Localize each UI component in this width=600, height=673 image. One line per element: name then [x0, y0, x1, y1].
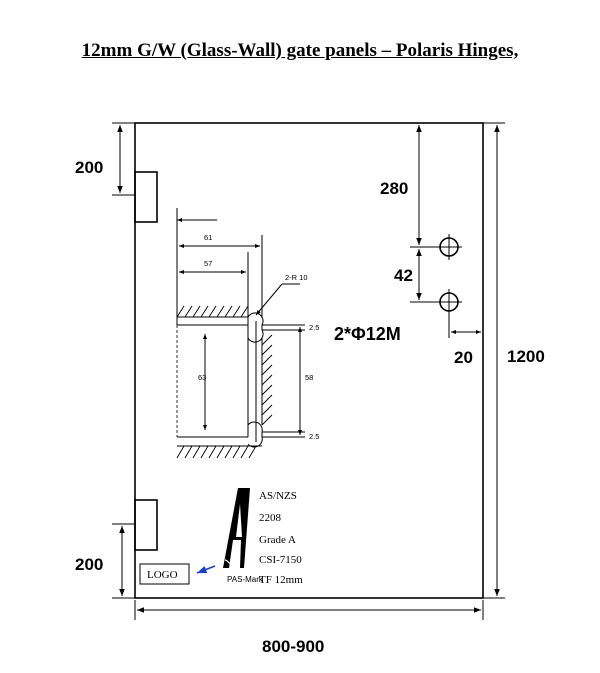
hinge-detail: 61 57 2-R 10	[176, 208, 319, 459]
logo-box	[139, 563, 190, 585]
top-to-hole-dimension: 280	[380, 125, 440, 248]
a-mark-logo	[223, 488, 250, 568]
cert-line-2: 2208	[259, 512, 282, 524]
cert-line-3: Grade A	[259, 534, 296, 546]
hole-spec-label: 2*Φ12M	[334, 324, 401, 344]
cert-line-1: AS/NZS	[259, 490, 297, 502]
detail-61-label: 61	[204, 233, 212, 242]
detail-radius-label: 2-R 10	[285, 273, 308, 282]
page-title: 12mm G/W (Glass-Wall) gate panels – Pola…	[81, 40, 519, 61]
glass-panel-outline	[134, 122, 484, 599]
detail-57-label: 57	[204, 259, 212, 268]
logo-pointer-arrow	[196, 565, 216, 574]
cert-line-4: CSI-7150	[259, 554, 302, 566]
top-hinge	[134, 171, 158, 223]
logo-label: LOGO	[147, 569, 178, 581]
certification-mark: PAS-Mark AS/NZS 2208 Grade A CSI-7150 TF…	[223, 488, 303, 586]
bottom-200-dimension: 200	[75, 523, 135, 599]
top-hinge-offset-label: 200	[75, 158, 103, 177]
hole-edge-label: 20	[454, 348, 473, 367]
top-to-hole-label: 280	[380, 179, 408, 198]
top-200-dimension: 200	[75, 122, 135, 196]
detail-63-label: 63	[198, 373, 206, 382]
height-dimension: 1200	[483, 122, 545, 599]
width-dimension: 800-900	[134, 600, 484, 656]
detail-58-label: 58	[305, 373, 313, 382]
pas-mark-label: PAS-Mark	[227, 575, 264, 584]
cert-line-5: TF 12mm	[259, 574, 303, 586]
hole-edge-dimension: 20	[448, 311, 481, 367]
width-label: 800-900	[262, 637, 324, 656]
height-label: 1200	[507, 347, 545, 366]
bottom-hinge-offset-label: 200	[75, 555, 103, 574]
detail-gap-bottom-label: 2.5	[309, 432, 319, 441]
bottom-hinge	[134, 499, 158, 551]
detail-gap-top-label: 2.5	[309, 323, 319, 332]
hole-spacing-dimension: 42	[394, 249, 440, 303]
hole-spacing-label: 42	[394, 266, 413, 285]
